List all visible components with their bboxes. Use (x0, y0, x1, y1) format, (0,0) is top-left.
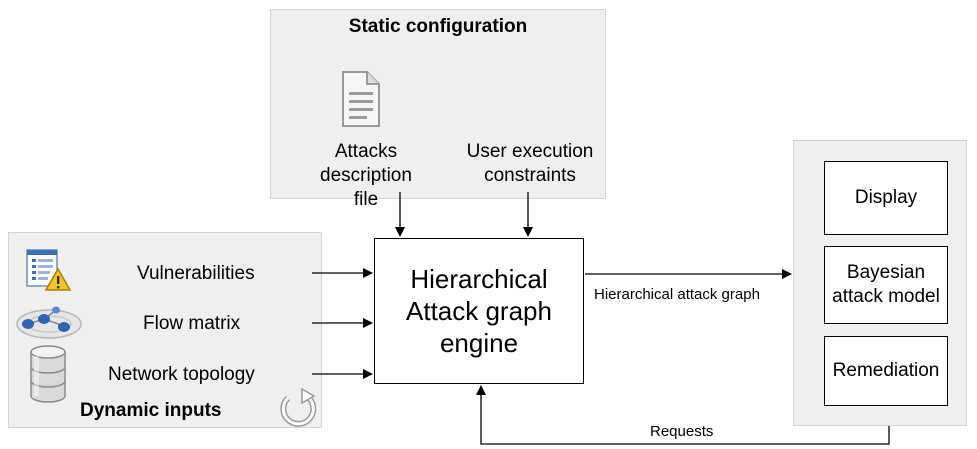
remediation-label: Remediation (832, 360, 940, 381)
bayesian-attack-model-box: Bayesian attack model (824, 246, 948, 324)
attacks-description-file-label: Attacks description file (320, 141, 412, 210)
engine-label: Hierarchical Attack graph engine (406, 264, 552, 358)
vulnerabilities-label: Vulnerabilities (137, 263, 255, 284)
document-icon (342, 71, 380, 127)
bayesian-attack-model-label: Bayesian attack model (832, 262, 940, 307)
hierarchical-attack-graph-edge-label: Hierarchical attack graph (594, 286, 760, 303)
database-icon (30, 345, 66, 403)
dynamic-inputs-title: Dynamic inputs (80, 400, 222, 421)
network-flow-icon (16, 306, 82, 339)
display-box: Display (824, 161, 948, 235)
remediation-box: Remediation (824, 336, 948, 406)
flow-matrix-label: Flow matrix (143, 313, 241, 334)
hierarchical-attack-graph-engine: Hierarchical Attack graph engine (374, 238, 584, 384)
user-execution-constraints-label: User execution constraints (466, 141, 594, 186)
vulnerability-report-icon (26, 249, 72, 291)
refresh-icon (280, 387, 317, 427)
static-configuration-title: Static configuration (348, 16, 528, 37)
requests-edge-label: Requests (650, 423, 714, 440)
static-configuration-panel (270, 9, 606, 199)
display-label: Display (854, 187, 918, 208)
arrow-requests-to-engine (476, 385, 890, 445)
network-topology-label: Network topology (108, 364, 255, 385)
